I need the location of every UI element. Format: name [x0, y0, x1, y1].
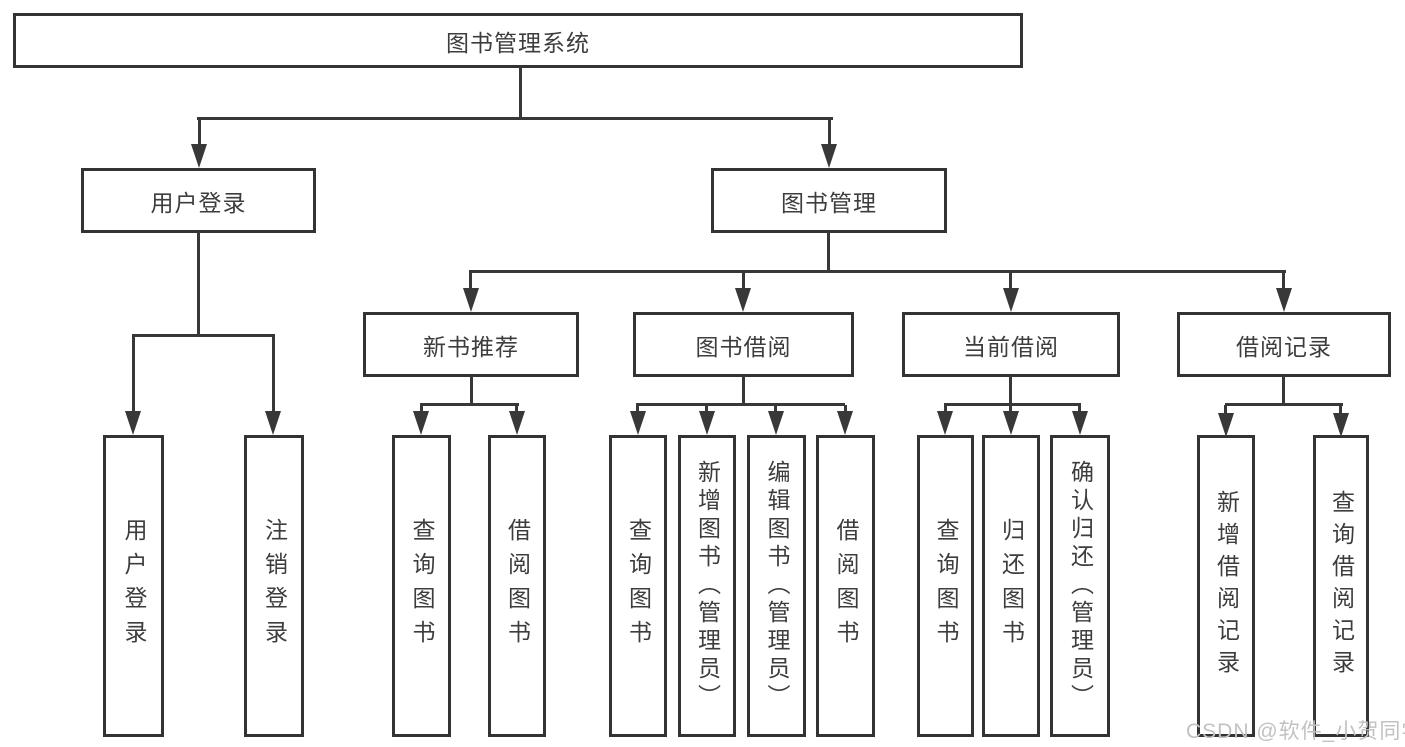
- node-label: 用户登录: [150, 189, 247, 216]
- connector-line: [198, 119, 201, 147]
- leaf-query-books-borrowing: 查询图书: [609, 435, 667, 737]
- connector-line: [844, 405, 847, 414]
- node-label: 图书管理: [781, 189, 877, 216]
- connector-line: [774, 405, 777, 414]
- connector-line: [944, 403, 1081, 406]
- connector-line: [1009, 405, 1012, 414]
- connector-line: [742, 272, 745, 288]
- arrow-down-icon: [1072, 411, 1088, 435]
- arrow-down-icon: [1003, 288, 1019, 312]
- connector-line: [1282, 376, 1285, 406]
- node-borrowing-records: 借阅记录: [1177, 312, 1391, 377]
- connector-line: [827, 232, 830, 273]
- arrow-down-icon: [837, 411, 853, 435]
- arrow-down-icon: [821, 144, 837, 168]
- node-book-management-branch: 图书管理: [711, 168, 947, 233]
- connector-line: [1009, 376, 1012, 406]
- leaf-label: 新增借阅记录: [1213, 490, 1240, 682]
- leaf-user-login: 用户登录: [103, 435, 164, 737]
- node-label: 借阅记录: [1236, 333, 1332, 360]
- arrow-down-icon: [937, 411, 953, 435]
- connector-line: [272, 336, 275, 413]
- leaf-add-borrowing-record: 新增借阅记录: [1197, 435, 1255, 737]
- connector-line: [1339, 405, 1342, 415]
- leaf-borrow-books: 借阅图书: [816, 435, 875, 737]
- connector-line: [197, 117, 833, 120]
- connector-line: [1225, 403, 1343, 406]
- arrow-down-icon: [1218, 413, 1234, 437]
- node-user-login-branch: 用户登录: [81, 168, 316, 233]
- arrow-down-icon: [735, 288, 751, 312]
- csdn-watermark: CSDN @软件_小贺同学: [1186, 720, 1405, 743]
- leaf-return-books: 归还图书: [982, 435, 1040, 737]
- leaf-add-books-admin: 新增图书（管理员）: [678, 435, 736, 737]
- leaf-label: 归还图书: [998, 518, 1025, 654]
- leaf-label: 借阅图书: [833, 518, 859, 654]
- node-label: 新书推荐: [423, 333, 519, 360]
- node-new-book-recommendation: 新书推荐: [363, 312, 579, 377]
- arrow-down-icon: [768, 411, 784, 435]
- connector-line: [1078, 405, 1081, 414]
- leaf-label: 查询图书: [625, 518, 652, 654]
- connector-line: [636, 403, 845, 406]
- connector-line: [742, 376, 745, 406]
- arrow-down-icon: [191, 144, 207, 168]
- arrow-down-icon: [1333, 413, 1349, 437]
- node-book-borrowing: 图书借阅: [633, 312, 854, 377]
- node-current-borrowing: 当前借阅: [902, 312, 1120, 377]
- arrow-down-icon: [699, 411, 715, 435]
- arrow-down-icon: [125, 411, 141, 435]
- leaf-query-borrowing-record: 查询借阅记录: [1313, 435, 1369, 737]
- connector-line: [944, 405, 947, 414]
- connector-line: [420, 405, 423, 414]
- leaf-confirm-return-admin: 确认归还（管理员）: [1050, 435, 1110, 737]
- leaf-label: 借阅图书: [504, 518, 531, 654]
- arrow-down-icon: [413, 411, 429, 435]
- leaf-label: 确认归还（管理员）: [1067, 460, 1094, 712]
- leaf-borrow-books-recommend: 借阅图书: [488, 435, 546, 737]
- node-label: 当前借阅: [963, 333, 1059, 360]
- leaf-label: 查询借阅记录: [1328, 490, 1355, 682]
- connector-line: [420, 403, 519, 406]
- connector-line: [1282, 272, 1285, 288]
- node-library-management-system: 图书管理系统: [13, 13, 1023, 68]
- connector-line: [515, 405, 518, 414]
- leaf-label: 用户登录: [121, 518, 147, 654]
- arrow-down-icon: [509, 411, 525, 435]
- connector-line: [470, 376, 473, 406]
- leaf-label: 注销登录: [261, 518, 288, 654]
- connector-line: [197, 232, 200, 337]
- arrow-down-icon: [1003, 411, 1019, 435]
- connector-line: [132, 336, 135, 413]
- node-label: 图书管理系统: [446, 29, 590, 56]
- connector-line: [1009, 272, 1012, 288]
- leaf-edit-books-admin: 编辑图书（管理员）: [747, 435, 806, 737]
- connector-line: [469, 272, 472, 288]
- connector-line: [132, 334, 275, 337]
- leaf-label: 查询图书: [409, 518, 435, 654]
- arrow-down-icon: [1276, 288, 1292, 312]
- connector-line: [828, 119, 831, 147]
- connector-line: [1224, 405, 1227, 415]
- connector-line: [519, 67, 522, 120]
- leaf-label: 新增图书（管理员）: [694, 460, 721, 712]
- leaf-query-books-current: 查询图书: [917, 435, 974, 737]
- node-label: 图书借阅: [695, 333, 792, 360]
- leaf-label: 编辑图书（管理员）: [764, 460, 790, 712]
- connector-line: [469, 270, 1286, 273]
- leaf-label: 查询图书: [933, 518, 959, 654]
- arrow-down-icon: [265, 411, 281, 435]
- leaf-query-books-recommend: 查询图书: [392, 435, 451, 737]
- leaf-logout: 注销登录: [244, 435, 304, 737]
- arrow-down-icon: [630, 411, 646, 435]
- connector-line: [705, 405, 708, 414]
- arrow-down-icon: [463, 288, 479, 312]
- connector-line: [636, 405, 639, 414]
